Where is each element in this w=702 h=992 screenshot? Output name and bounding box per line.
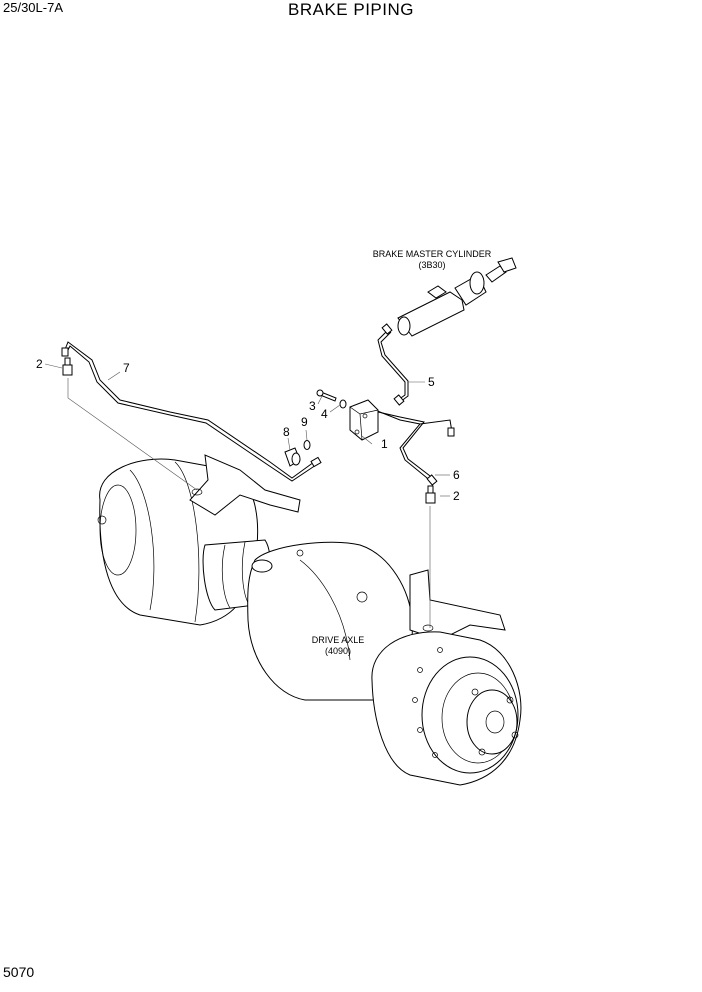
callout-8: 8 (283, 425, 290, 439)
callout-3: 3 (309, 399, 316, 413)
model-code: 25/30L-7A (3, 0, 63, 15)
fitting-8 (284, 447, 301, 467)
brake-master-cylinder (397, 257, 517, 337)
drive-axle (97, 454, 522, 786)
bolt-3 (316, 389, 337, 402)
o-ring-9 (303, 440, 311, 450)
callout-9: 9 (301, 415, 308, 429)
drive-axle-ref: (4090) (325, 646, 351, 656)
callout-6: 6 (453, 468, 460, 482)
washer-4 (339, 399, 347, 409)
page-number: 5070 (3, 964, 35, 980)
callout-5: 5 (428, 375, 435, 389)
callout-2-right: 2 (453, 489, 460, 503)
fitting-2-left (62, 357, 73, 376)
master-cylinder-ref: (3B30) (418, 260, 445, 270)
leader-lines (44, 363, 450, 628)
pipe-end-fittings (61, 323, 455, 486)
callout-2-left: 2 (36, 357, 43, 371)
callout-1: 1 (381, 437, 388, 451)
drive-axle-label: DRIVE AXLE (312, 635, 365, 645)
master-cylinder-label: BRAKE MASTER CYLINDER (373, 249, 492, 259)
callout-4: 4 (321, 407, 328, 421)
brake-pipes (63, 329, 453, 483)
junction-block (349, 399, 379, 441)
page-title: BRAKE PIPING (288, 0, 414, 19)
callout-7: 7 (123, 361, 130, 375)
fitting-2-right (425, 485, 436, 504)
